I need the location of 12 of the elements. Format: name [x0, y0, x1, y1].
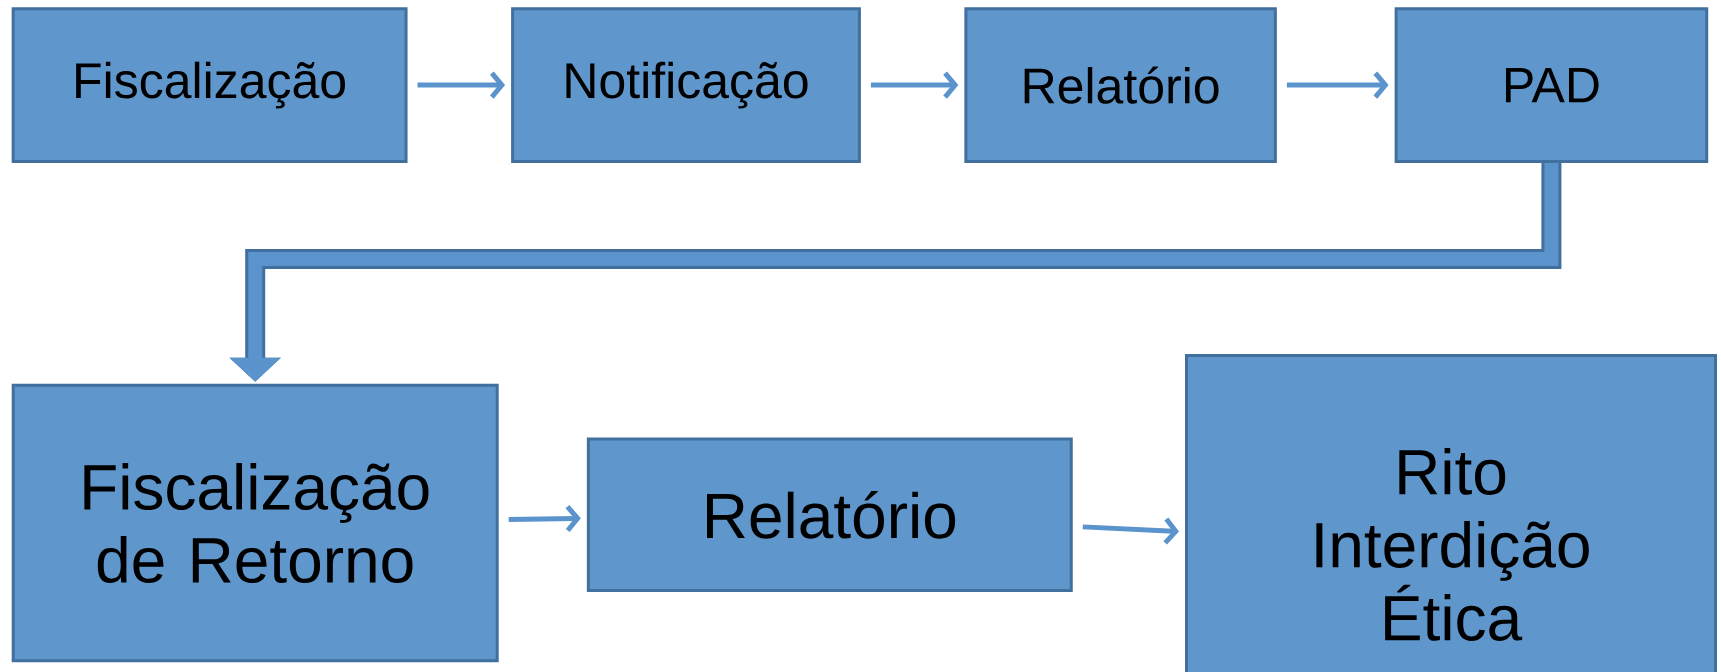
arrow [870, 71, 959, 99]
arrow [1286, 71, 1389, 99]
arrow [508, 504, 581, 533]
process-box: Relatório [964, 7, 1277, 163]
process-box: Fiscalização [11, 7, 408, 163]
process-box: Notificação [511, 7, 861, 163]
arrow [1082, 517, 1180, 545]
process-box: PAD [1394, 7, 1709, 163]
arrow [417, 71, 506, 99]
process-box: Fiscalização de Retorno [11, 383, 499, 663]
process-box: Rito Interdição Ética [1185, 354, 1717, 672]
process-box: Relatório [586, 437, 1073, 593]
